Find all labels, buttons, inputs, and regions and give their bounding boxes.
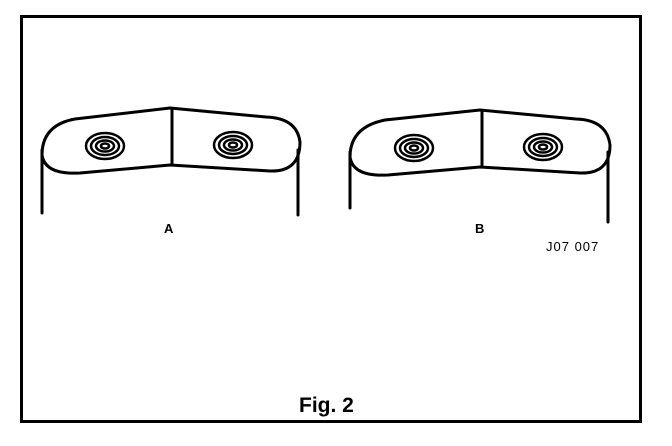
bracket-a-hole-right bbox=[212, 130, 254, 160]
bracket-b-hole-right bbox=[522, 132, 564, 162]
bracket-a-outline bbox=[40, 106, 302, 175]
variant-b-label: B bbox=[475, 221, 485, 236]
bracket-variant-a bbox=[40, 106, 302, 217]
reference-code: J07 007 bbox=[546, 239, 600, 254]
variant-a-label: A bbox=[164, 221, 174, 236]
bracket-b-outline bbox=[348, 108, 612, 177]
figure-frame bbox=[20, 15, 642, 423]
bracket-variant-b bbox=[348, 108, 612, 224]
bracket-b-hole-left bbox=[393, 133, 435, 163]
figure-caption: Fig. 2 bbox=[299, 394, 354, 417]
bracket-a-hole-left bbox=[84, 131, 126, 161]
